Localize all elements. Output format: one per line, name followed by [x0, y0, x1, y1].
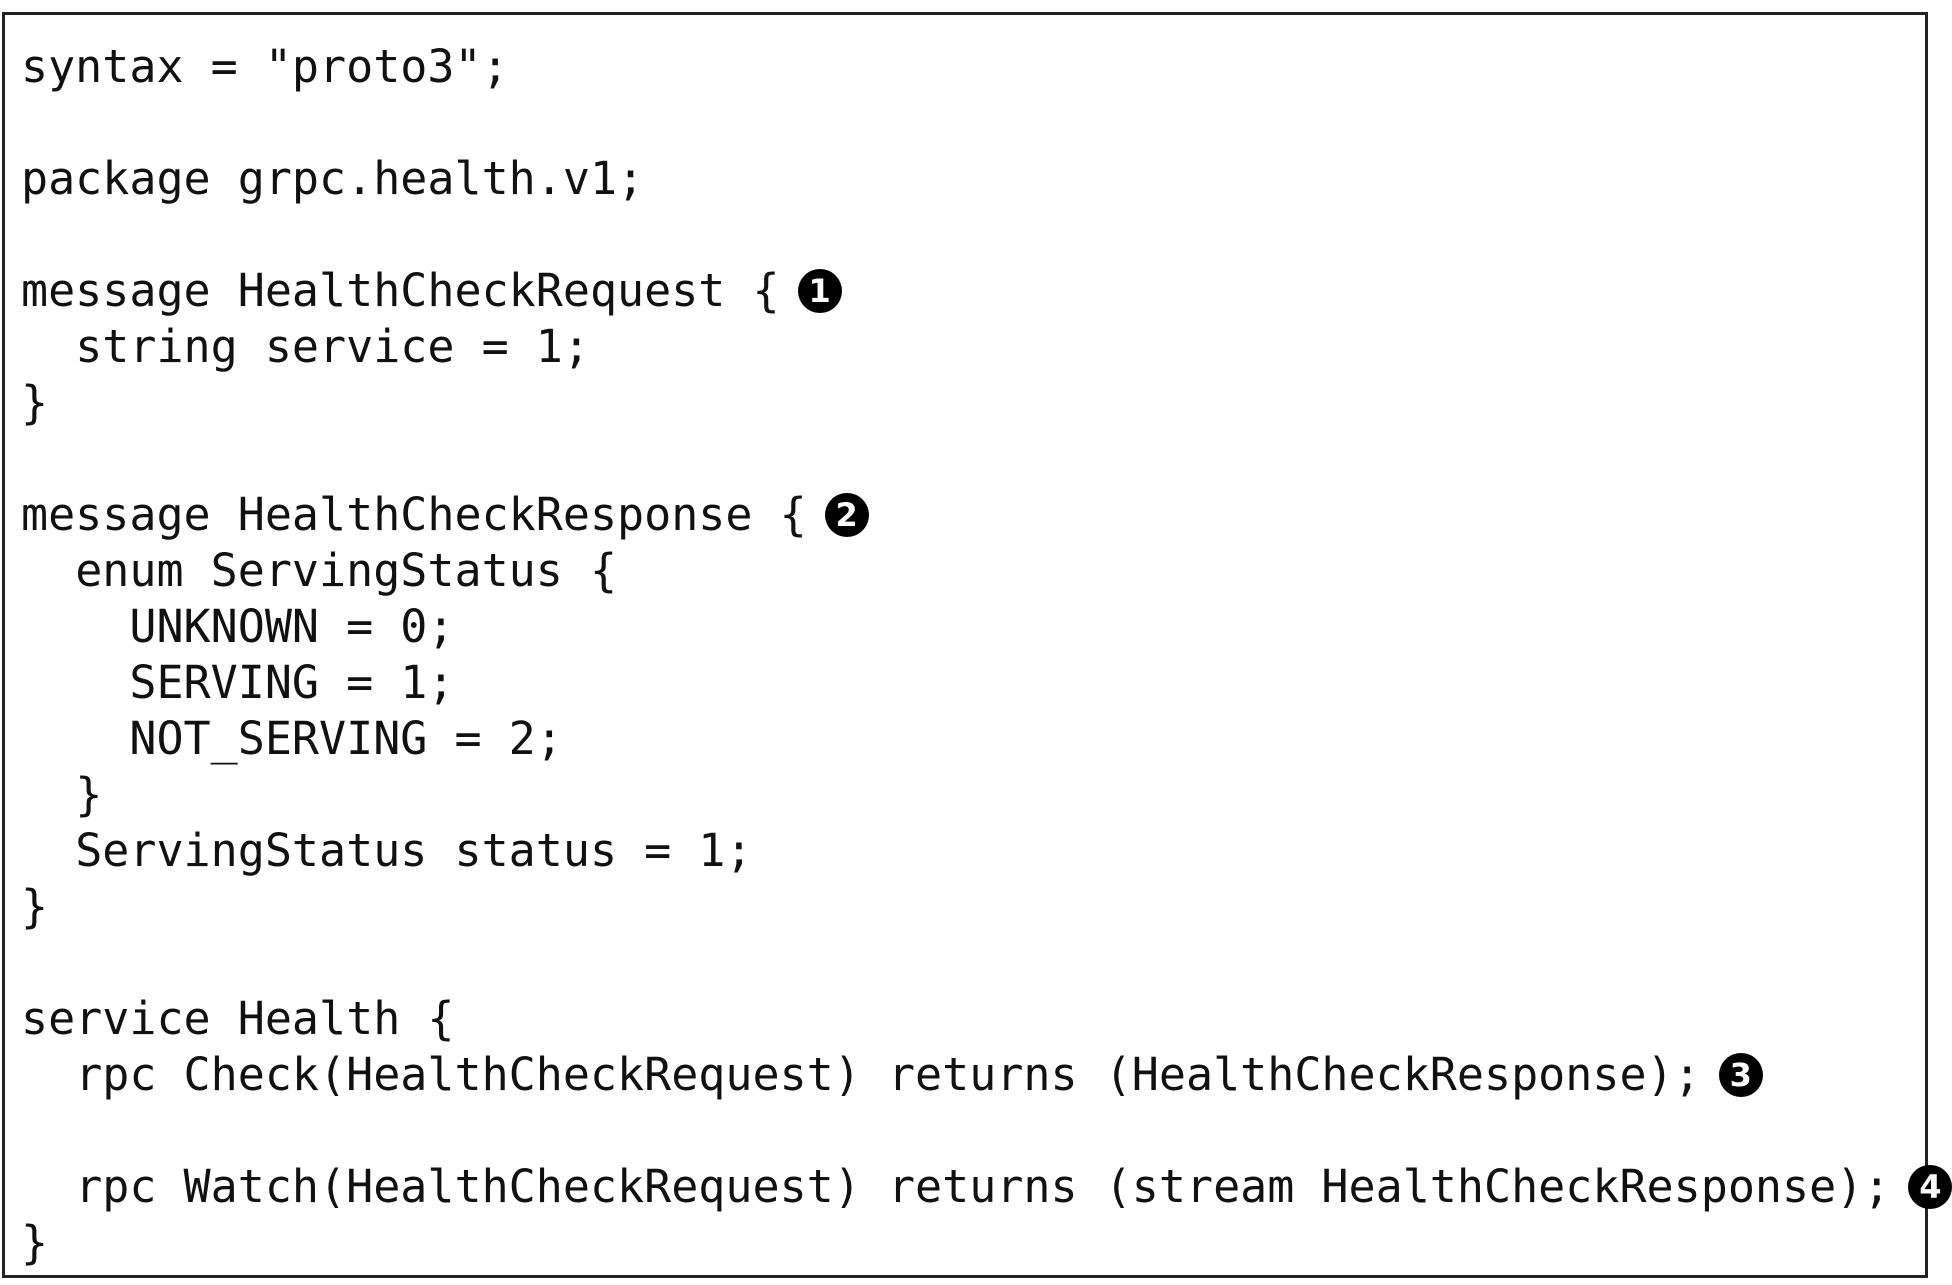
code-text: }	[21, 880, 49, 933]
indent	[21, 1048, 75, 1101]
indent	[21, 768, 75, 821]
proto-code-block: syntax = "proto3"; package grpc.health.v1…	[21, 39, 1952, 1271]
code-line: service Health {	[21, 991, 1952, 1047]
code-text: message HealthCheckRequest {	[21, 264, 780, 317]
callout-4-badge: 4	[1908, 1165, 1952, 1209]
code-text: rpc Check(HealthCheckRequest) returns (H…	[75, 1048, 1701, 1101]
code-line: SERVING = 1;	[21, 655, 1952, 711]
code-text: string service = 1;	[75, 320, 590, 373]
code-line: }	[21, 767, 1952, 823]
code-text: NOT_SERVING = 2;	[129, 712, 563, 765]
code-text: rpc Watch(HealthCheckRequest) returns (s…	[75, 1160, 1891, 1213]
indent	[21, 320, 75, 373]
code-line: enum ServingStatus {	[21, 543, 1952, 599]
code-text: ServingStatus status = 1;	[75, 824, 753, 877]
indent	[21, 544, 75, 597]
code-line: string service = 1;	[21, 319, 1952, 375]
code-text: }	[21, 1216, 49, 1269]
code-line: message HealthCheckRequest { 1	[21, 263, 1952, 319]
code-listing-frame: syntax = "proto3"; package grpc.health.v1…	[2, 12, 1952, 1278]
code-line: UNKNOWN = 0;	[21, 599, 1952, 655]
code-line: ServingStatus status = 1;	[21, 823, 1952, 879]
code-line: rpc Watch(HealthCheckRequest) returns (s…	[21, 1159, 1952, 1215]
code-text: }	[75, 768, 103, 821]
callout-2-badge: 2	[824, 493, 869, 537]
code-line: package grpc.health.v1;	[21, 151, 1952, 207]
code-text: package grpc.health.v1;	[21, 152, 645, 205]
indent	[21, 656, 129, 709]
code-text: }	[21, 376, 49, 429]
code-line	[21, 935, 1952, 991]
code-line: rpc Check(HealthCheckRequest) returns (H…	[21, 1047, 1952, 1103]
code-text: SERVING = 1;	[129, 656, 455, 709]
code-line: message HealthCheckResponse { 2	[21, 487, 1952, 543]
code-line: }	[21, 1215, 1952, 1271]
code-line: }	[21, 879, 1952, 935]
code-line: syntax = "proto3";	[21, 39, 1952, 95]
indent	[21, 824, 75, 877]
callout-3-badge: 3	[1718, 1053, 1763, 1097]
code-text: message HealthCheckResponse {	[21, 488, 807, 541]
code-line: }	[21, 375, 1952, 431]
code-line	[21, 1103, 1952, 1159]
code-text: enum ServingStatus {	[75, 544, 618, 597]
indent	[21, 600, 129, 653]
code-line	[21, 95, 1952, 151]
code-line: NOT_SERVING = 2;	[21, 711, 1952, 767]
code-line	[21, 207, 1952, 263]
callout-1-badge: 1	[797, 269, 842, 313]
code-text: syntax = "proto3";	[21, 40, 509, 93]
indent	[21, 1160, 75, 1213]
code-text: service Health {	[21, 992, 455, 1045]
code-line	[21, 431, 1952, 487]
code-text: UNKNOWN = 0;	[129, 600, 455, 653]
indent	[21, 712, 129, 765]
